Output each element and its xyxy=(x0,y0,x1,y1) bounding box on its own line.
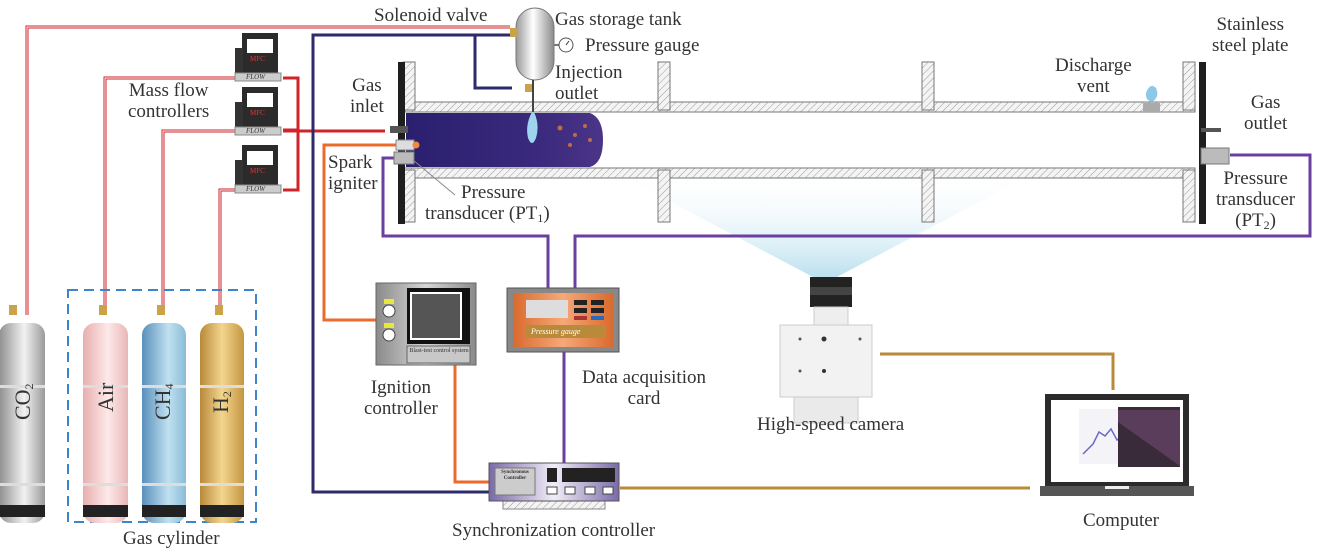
label-high-speed-camera: High-speed camera xyxy=(757,414,905,435)
flame-region xyxy=(406,113,603,167)
combustion-duct xyxy=(390,61,1230,224)
mass-flow-controllers xyxy=(234,33,282,194)
high-speed-camera-device xyxy=(779,277,873,424)
signal-lines xyxy=(381,153,1312,465)
mfc-3-text: MFC xyxy=(250,167,265,175)
mfc-1-flow: FLOW xyxy=(246,73,266,81)
gas-outlet-fitting xyxy=(1201,128,1221,132)
mfc-1-text: MFC xyxy=(250,55,265,63)
label-spark-igniter: Spark igniter xyxy=(328,152,378,194)
data-acquisition-card-device xyxy=(506,287,620,353)
synchronization-controller-device xyxy=(488,462,620,510)
gas-storage-tank xyxy=(510,7,574,112)
label-injection-outlet: Injection outlet xyxy=(555,62,623,104)
label-gas-cylinder: Gas cylinder xyxy=(123,528,220,549)
injection-jet xyxy=(527,112,538,143)
data-lines xyxy=(620,352,1115,490)
cylinder-label-ch4: CH4 xyxy=(150,383,176,420)
label-pressure-gauge: Pressure gauge xyxy=(585,35,700,56)
pt2-sensor xyxy=(1200,147,1230,165)
camera-field-of-view xyxy=(610,170,1040,278)
label-gas-storage-tank: Gas storage tank xyxy=(555,9,682,30)
label-stainless-steel-plate: Stainless steel plate xyxy=(1212,14,1289,56)
ignition-panel-text: Blast-test control system xyxy=(409,348,469,354)
control-lines xyxy=(311,33,512,494)
label-synchronization-controller: Synchronization controller xyxy=(452,520,656,541)
label-gas-inlet: Gas inlet xyxy=(350,75,384,117)
mfc-3-flow: FLOW xyxy=(246,185,266,193)
cylinder-label-air: Air xyxy=(93,382,118,412)
cylinder-label-co2: CO2 xyxy=(10,383,36,420)
daq-panel-text: Pressure gauge xyxy=(531,327,581,336)
label-mass-flow-controllers: Mass flow controllers xyxy=(128,80,210,122)
label-pressure-transducer-pt1: Pressure transducer (PT1) xyxy=(425,182,550,225)
ignition-lines xyxy=(322,143,492,484)
mfc-2-flow: FLOW xyxy=(246,127,266,135)
cylinder-label-h2: H2 xyxy=(208,391,234,413)
steel-plate-right xyxy=(1199,62,1206,224)
discharge-vent xyxy=(1143,103,1160,112)
computer-device xyxy=(1040,394,1194,496)
label-pressure-transducer-pt2: Pressure transducer (PT2) xyxy=(1216,168,1296,232)
mfc-2-text: MFC xyxy=(250,109,265,117)
label-solenoid-valve: Solenoid valve xyxy=(374,5,488,26)
label-gas-outlet: Gas outlet xyxy=(1244,92,1288,134)
label-data-acquisition-card: Data acquisition card xyxy=(582,367,706,409)
ignition-controller-device xyxy=(375,282,477,366)
sync-panel-text: Synchronous Controller xyxy=(501,470,529,481)
spark-igniter xyxy=(395,139,415,151)
label-ignition-controller: Ignition controller xyxy=(364,377,438,419)
label-computer: Computer xyxy=(1083,510,1159,531)
label-discharge-vent: Discharge vent xyxy=(1055,55,1132,97)
pt1-sensor xyxy=(393,151,415,165)
gas-inlet-fitting xyxy=(390,126,408,133)
cylinders xyxy=(0,305,244,523)
